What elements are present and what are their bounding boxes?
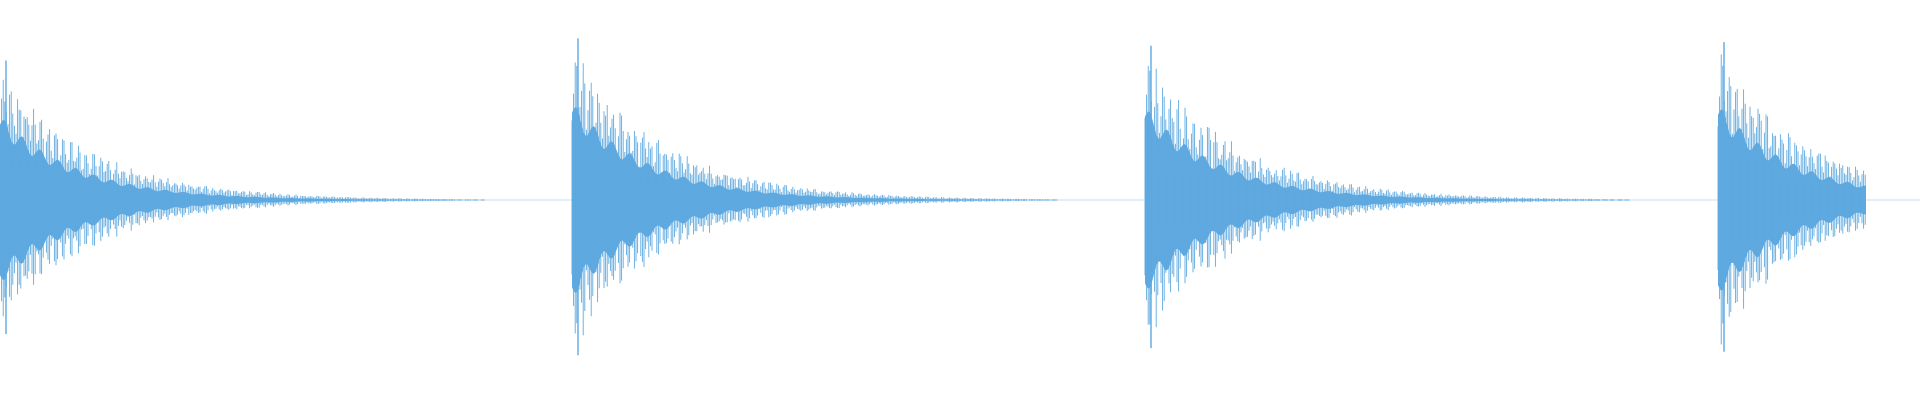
waveform-bursts: [0, 38, 1866, 356]
waveform-core: [1145, 111, 1630, 289]
waveform-burst: [0, 60, 485, 335]
waveform-oscillation: [1717, 54, 1866, 345]
waveform-burst: [1717, 42, 1866, 352]
waveform-burst: [1144, 45, 1630, 349]
waveform-core: [572, 107, 1057, 293]
waveform-oscillation: [571, 62, 1058, 336]
waveform-oscillation: [1144, 66, 1629, 328]
waveform-oscillation: [0, 79, 484, 317]
waveform-core: [0, 120, 485, 280]
waveform-burst: [571, 38, 1058, 356]
